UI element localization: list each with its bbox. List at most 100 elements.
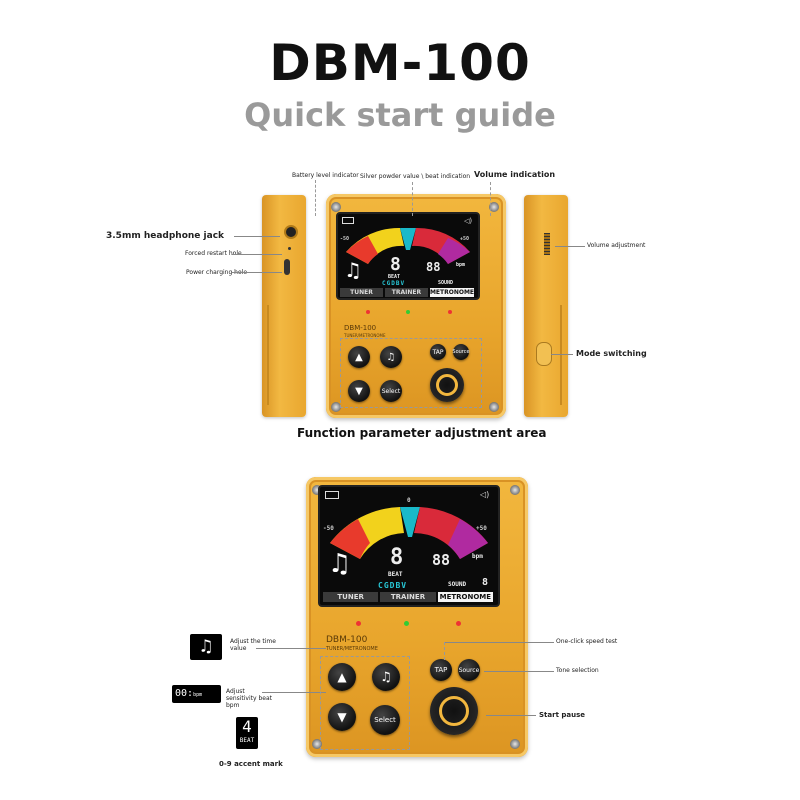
screw bbox=[489, 202, 499, 212]
silver-label: Silver powder value \ beat indication bbox=[360, 173, 471, 180]
zero-cents: 0 bbox=[407, 497, 411, 504]
sound-value: 8 bbox=[482, 577, 489, 588]
sensitivity-line bbox=[262, 692, 326, 693]
function-area-box bbox=[340, 338, 482, 408]
bpm-value: 88 bbox=[432, 551, 451, 569]
volume-indication-label: Volume indication bbox=[474, 170, 556, 179]
source-button[interactable]: Source bbox=[458, 659, 480, 681]
charging-port bbox=[284, 259, 290, 275]
model-sub-label: TUNER/METRONOME bbox=[326, 646, 378, 652]
tone-line bbox=[484, 671, 554, 672]
right-side-view bbox=[524, 195, 568, 417]
restart-line bbox=[232, 254, 282, 255]
left-buttons-box bbox=[320, 656, 410, 750]
start-line bbox=[486, 715, 536, 716]
note-names: CGDBV bbox=[382, 280, 406, 287]
beat-digit: 8 bbox=[390, 254, 401, 275]
bpm-inset-digits: 00: bbox=[175, 688, 194, 699]
mode-tabs: TUNER TRAINER METRONOME bbox=[340, 288, 476, 297]
tab-tuner: TUNER bbox=[340, 288, 383, 297]
page-subtitle: Quick start guide bbox=[244, 96, 556, 134]
volume-wheel bbox=[544, 233, 550, 255]
mode-tabs: TUNER TRAINER METRONOME bbox=[323, 592, 495, 602]
volume-adj-line bbox=[555, 246, 585, 247]
minus-cents: -50 bbox=[340, 236, 350, 242]
bpm-unit: bpm bbox=[456, 262, 466, 268]
tuner-arc bbox=[330, 507, 488, 559]
sound-label: SOUND bbox=[448, 581, 467, 588]
beat-label: BEAT bbox=[388, 571, 403, 578]
source-button[interactable]: Source bbox=[452, 344, 470, 360]
headphone-jack bbox=[284, 225, 298, 239]
restart-hole bbox=[288, 247, 291, 250]
model-label: DBM-100 bbox=[326, 635, 368, 645]
beat-digit: 8 bbox=[390, 545, 404, 570]
device-screen: -50 0 +50 ◁) ♫ 8 BEAT 88 bpm CGDBV SOUND… bbox=[318, 485, 500, 607]
bpm-value: 88 bbox=[426, 260, 441, 274]
screw bbox=[489, 402, 499, 412]
volume-adjustment-label: Volume adjustment bbox=[587, 242, 646, 249]
tuner-arc bbox=[346, 227, 470, 264]
beat-label: BEAT bbox=[388, 274, 401, 280]
tap-button[interactable]: TAP bbox=[430, 659, 452, 681]
screw bbox=[331, 402, 341, 412]
note-button[interactable]: ♫ bbox=[372, 663, 400, 691]
left-side-view bbox=[262, 195, 306, 417]
plus-cents: +50 bbox=[476, 525, 487, 532]
speaker-icon: ◁) bbox=[480, 490, 490, 499]
page-title: DBM-100 bbox=[269, 34, 531, 92]
battery-label: Battery level indicator bbox=[292, 172, 359, 179]
side-groove bbox=[560, 305, 562, 405]
model-label: DBM-100 bbox=[344, 324, 377, 332]
battery-icon bbox=[342, 217, 354, 224]
charging-label: Power charging hole bbox=[186, 269, 248, 276]
led-green bbox=[406, 310, 410, 314]
mode-switch bbox=[536, 342, 552, 366]
accent-label: 0-9 accent mark bbox=[219, 760, 283, 768]
beat-inset: 4 BEAT bbox=[236, 717, 258, 749]
led-red bbox=[356, 621, 361, 626]
speaker-icon: ◁) bbox=[464, 217, 473, 225]
bpm-unit: bpm bbox=[472, 553, 483, 560]
tap-button[interactable]: TAP bbox=[430, 344, 446, 360]
led-red bbox=[448, 310, 452, 314]
screw bbox=[331, 202, 341, 212]
note-button[interactable]: ♫ bbox=[380, 346, 402, 368]
led-red bbox=[366, 310, 370, 314]
led-red bbox=[456, 621, 461, 626]
device-screen: -50 +50 ◁) ♫ 8 BEAT 88 bpm CGDBV SOUND T… bbox=[336, 212, 480, 300]
tab-trainer: TRAINER bbox=[384, 288, 428, 297]
select-button[interactable]: Select bbox=[370, 705, 400, 735]
beat-inset-digit: 4 bbox=[242, 717, 252, 736]
headphone-label: 3.5mm headphone jack bbox=[106, 231, 225, 241]
bpm-inset: 00:bpm bbox=[172, 685, 221, 703]
minus-cents: -50 bbox=[323, 525, 334, 532]
up-button[interactable]: ▲ bbox=[348, 346, 370, 368]
select-button[interactable]: Select bbox=[380, 380, 402, 402]
note-names: CGDBV bbox=[378, 581, 408, 590]
note-icon: ♫ bbox=[344, 258, 362, 282]
restart-label: Forced restart hole bbox=[185, 250, 242, 257]
up-button[interactable]: ▲ bbox=[328, 663, 356, 691]
knob-ring bbox=[436, 374, 458, 396]
knob-ring bbox=[439, 696, 469, 726]
tab-trainer: TRAINER bbox=[380, 592, 436, 602]
headphone-line bbox=[234, 236, 280, 237]
function-area-label: Function parameter adjustment area bbox=[297, 426, 547, 440]
note-icon: ♫ bbox=[328, 549, 352, 579]
screw bbox=[312, 485, 322, 495]
down-button[interactable]: ▼ bbox=[328, 703, 356, 731]
down-button[interactable]: ▼ bbox=[348, 380, 370, 402]
device-front-top: -50 +50 ◁) ♫ 8 BEAT 88 bpm CGDBV SOUND T… bbox=[326, 194, 506, 418]
speed-test-label: One-click speed test bbox=[556, 638, 618, 645]
model-sub-label: TUNER/METRONOME bbox=[344, 333, 386, 338]
silver-line bbox=[412, 182, 413, 216]
tab-metronome: METRONOME bbox=[429, 288, 475, 297]
start-pause-knob[interactable] bbox=[430, 687, 478, 735]
battery-line bbox=[315, 180, 316, 216]
sensitivity-label: Adjust sensitivity beat bpm bbox=[226, 688, 272, 709]
bpm-inset-unit: bpm bbox=[193, 692, 203, 698]
volume-line bbox=[490, 182, 491, 216]
start-pause-knob[interactable] bbox=[430, 368, 464, 402]
sound-label: SOUND bbox=[438, 280, 454, 286]
